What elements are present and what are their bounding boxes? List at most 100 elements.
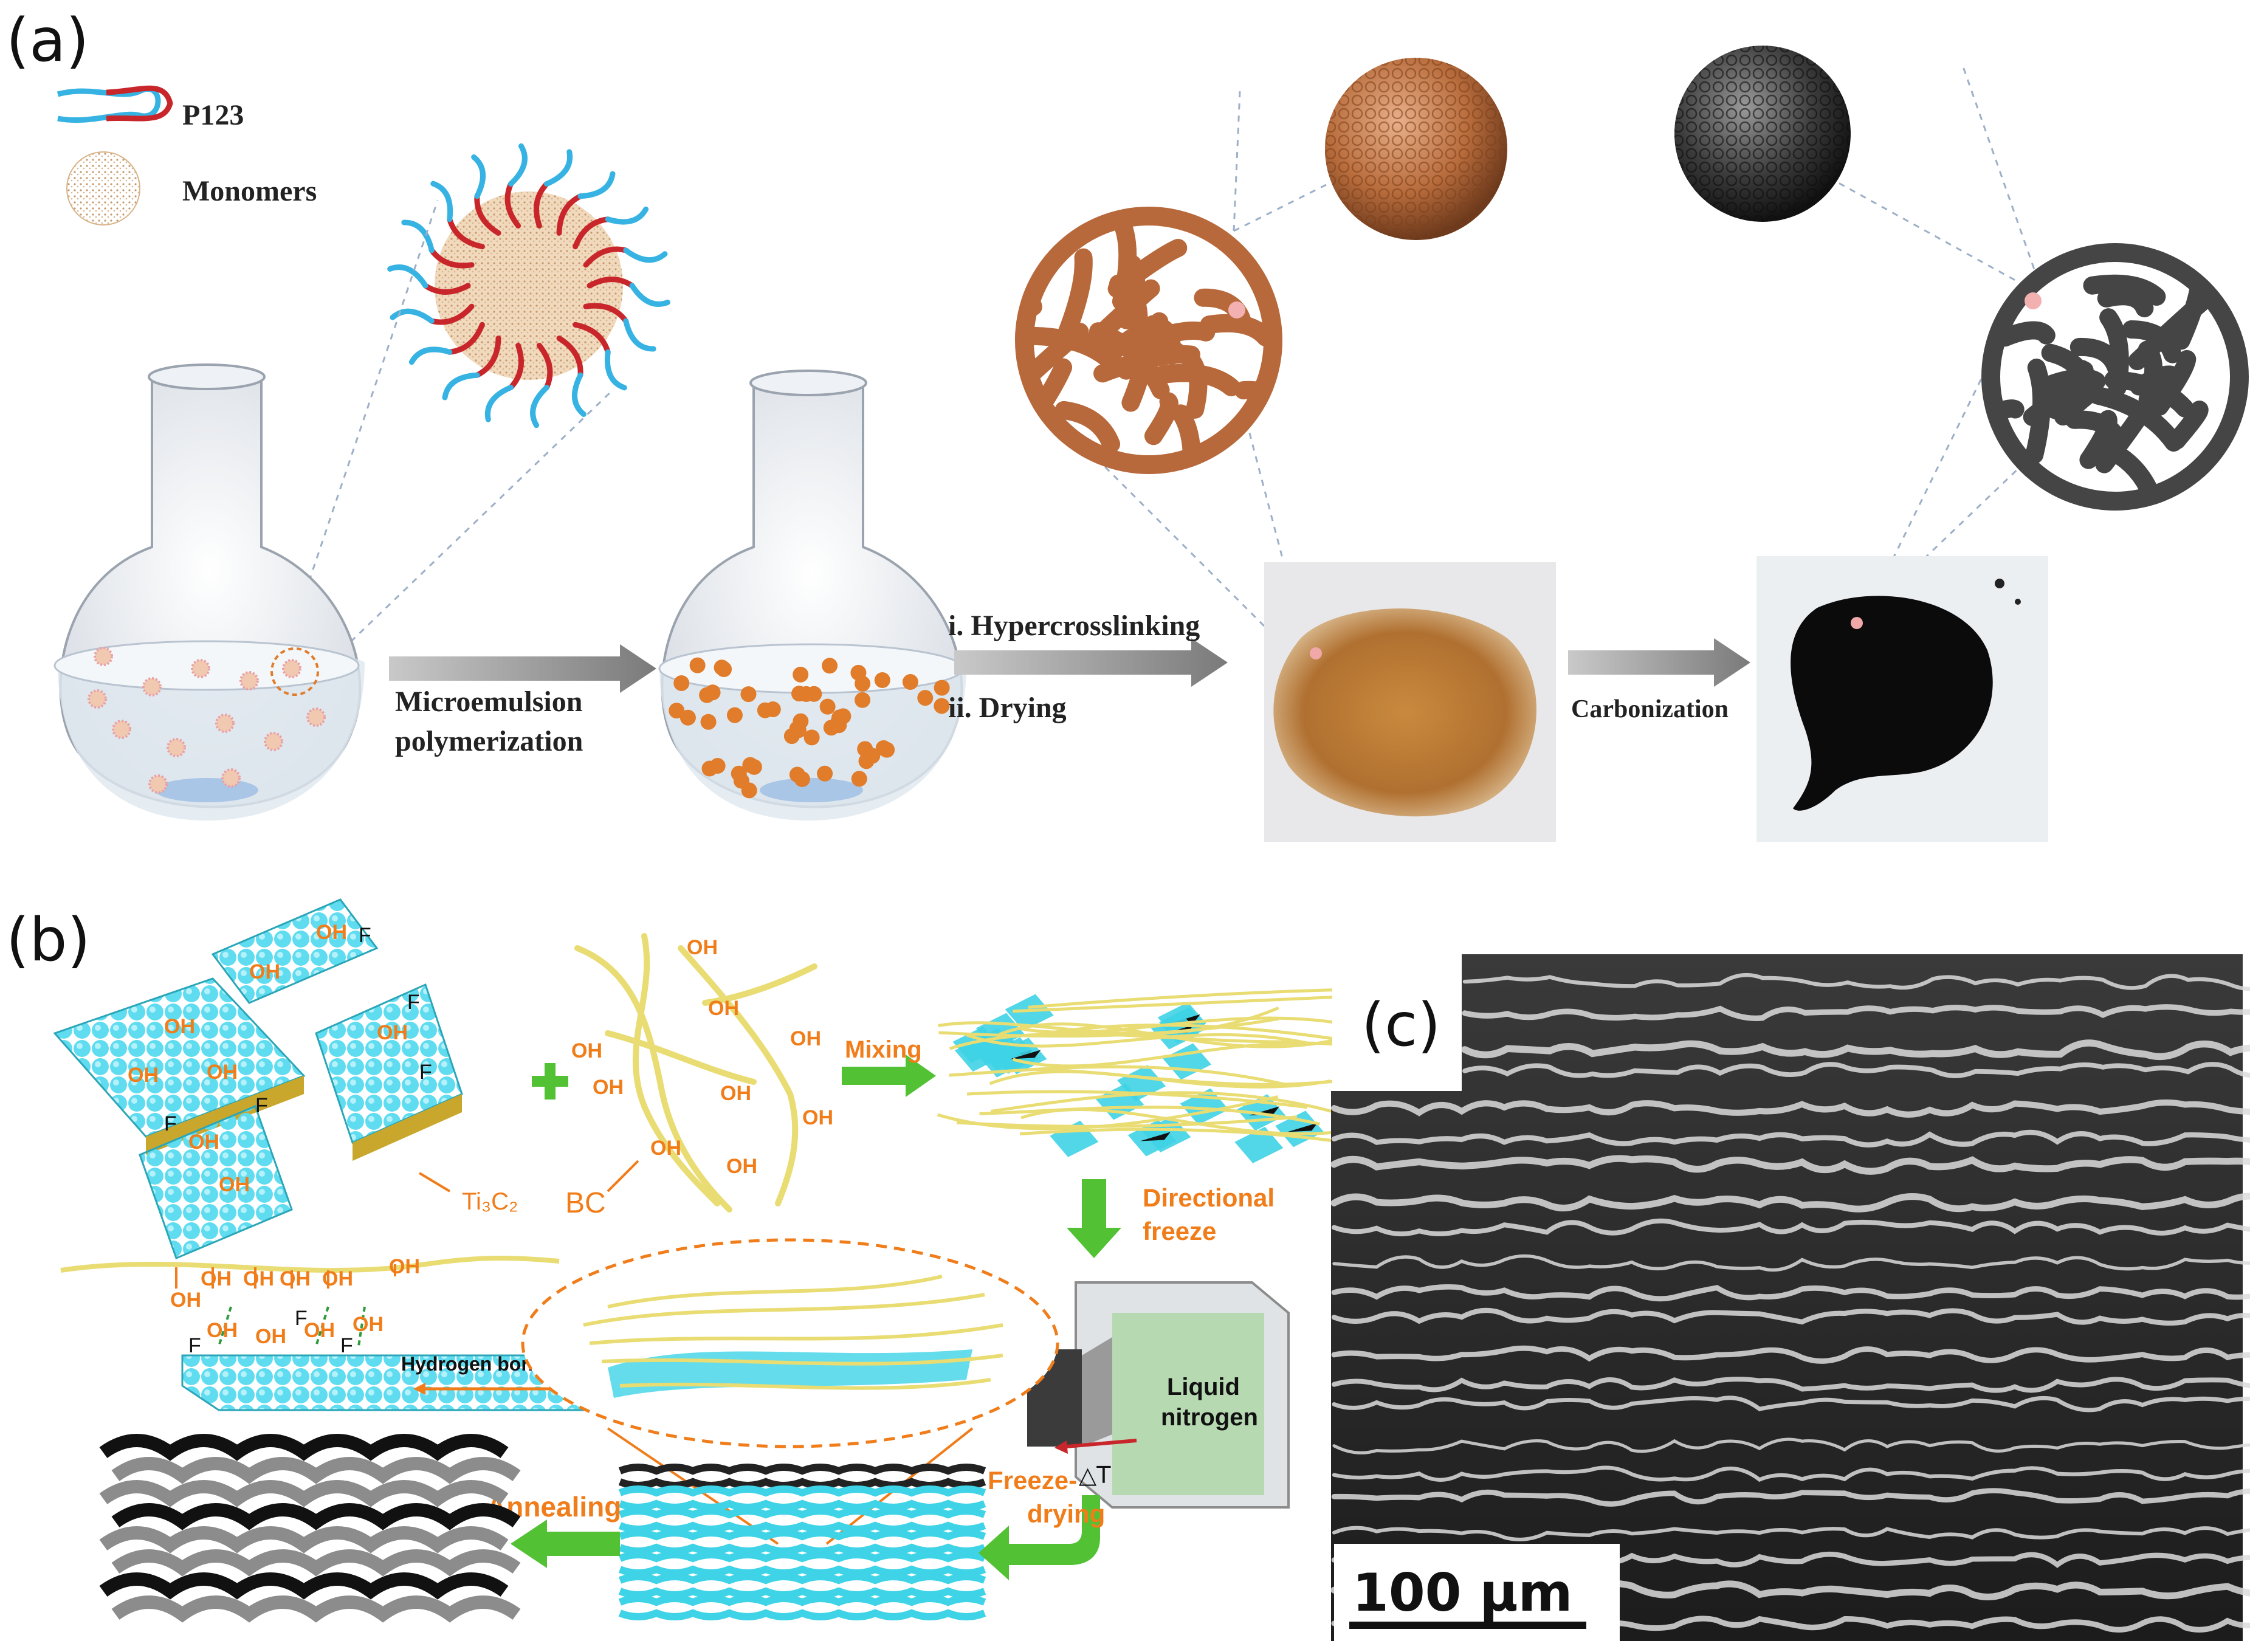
scale-bar-label: 100 μm xyxy=(1352,1563,1572,1623)
network-strand xyxy=(2095,381,2165,473)
aerogel-layer xyxy=(618,1521,986,1533)
polymer-bead xyxy=(851,771,867,787)
aerogel-layer xyxy=(618,1529,986,1541)
network-strand xyxy=(1144,392,1178,446)
sem-lamella xyxy=(1331,1129,2250,1148)
bc-fiber xyxy=(990,1091,1332,1113)
ti3c2-sheets xyxy=(53,898,463,1260)
carbon-powder-photo xyxy=(1756,556,2048,842)
network-strand xyxy=(1054,401,1121,453)
oh-label: OH xyxy=(128,1064,159,1087)
network-shell xyxy=(1015,207,1282,474)
micelle-dot xyxy=(191,659,210,678)
p123-red-segment xyxy=(447,322,485,355)
p123-blue-segment xyxy=(629,283,670,307)
microemulsion-label-1: Microemulsion xyxy=(395,686,582,718)
annealed-layer xyxy=(99,1434,509,1461)
panel-c: (c) 100 μm xyxy=(1330,954,2250,1641)
polymer-bead xyxy=(874,672,890,689)
oh-label: OH xyxy=(687,936,718,959)
network-shell xyxy=(1981,243,2249,511)
flask-2 xyxy=(658,370,966,821)
freeze-drying-label-2: drying xyxy=(1027,1499,1105,1528)
flask-1 xyxy=(53,363,365,821)
drying-label: ii. Drying xyxy=(948,692,1067,724)
p123-red-segment xyxy=(573,322,611,355)
mxene-flake-shadow xyxy=(1010,1050,1041,1059)
legend-monomers-label: Monomers xyxy=(182,175,317,207)
zoomed-aligned-structure xyxy=(521,1238,1059,1545)
oh-label: OH xyxy=(164,1015,195,1038)
polymer-bead xyxy=(731,765,747,782)
p123-blue-segment xyxy=(605,206,649,225)
p123-red-segment xyxy=(474,336,501,378)
p123-red-segment xyxy=(534,181,550,229)
oh-label: OH xyxy=(280,1267,311,1290)
f-label: F xyxy=(359,924,371,947)
sem-lamella xyxy=(1331,1284,2250,1302)
polymer-bead xyxy=(679,709,696,726)
oh-label: OH xyxy=(219,1173,250,1196)
f-label: F xyxy=(188,1334,201,1357)
micelle-dot xyxy=(264,732,283,751)
network-strand xyxy=(2167,401,2209,450)
p123-red-segment xyxy=(422,283,471,295)
polymer-bead xyxy=(757,702,773,718)
polymer-bead xyxy=(798,686,814,702)
annealed-layer xyxy=(111,1549,521,1577)
sem-lamella xyxy=(1332,1526,2250,1541)
polymer-bead xyxy=(855,692,871,708)
sem-lamella xyxy=(1332,1218,2250,1237)
polymer-bead xyxy=(701,760,718,777)
mxene-flake-shadow xyxy=(1140,1132,1171,1141)
panel-a-label: (a) xyxy=(6,6,89,75)
polymer-bead xyxy=(819,698,836,715)
micelle-dot xyxy=(148,774,168,794)
network-strand xyxy=(2025,358,2051,464)
oh-label: OH xyxy=(726,1155,757,1178)
oh-label: OH xyxy=(720,1082,751,1105)
network-strand xyxy=(1172,404,1202,474)
brown-powder-photo xyxy=(1264,562,1556,842)
legend: P123 Monomers xyxy=(57,85,317,225)
aerogel-layer xyxy=(618,1565,986,1577)
micelle-dot xyxy=(215,714,235,733)
aerogel-layer xyxy=(618,1609,986,1620)
aerogel-layer xyxy=(618,1499,986,1511)
dark-porous-sphere-surface xyxy=(1674,46,1851,222)
polymer-bead xyxy=(875,740,892,756)
polymer-bead xyxy=(704,684,721,701)
oh-label: OH xyxy=(593,1076,624,1099)
network-strand xyxy=(2097,287,2154,318)
network-strand xyxy=(2122,320,2182,363)
p123-blue-segment xyxy=(507,143,528,187)
oh-label: OH xyxy=(353,1313,384,1336)
hypercrosslinking-label: i. Hypercrosslinking xyxy=(948,610,1200,642)
p123-red-segment xyxy=(556,193,583,236)
dark-network-sphere xyxy=(1981,243,2249,511)
bc-fiber xyxy=(938,1007,1279,1035)
oh-label: OH xyxy=(571,1039,602,1062)
polymer-bead xyxy=(902,674,918,690)
sem-lamella xyxy=(1331,1488,2250,1507)
oh-label: OH xyxy=(243,1267,274,1290)
f-label: F xyxy=(419,1061,432,1084)
p123-blue-segment xyxy=(623,247,668,263)
ti3c2-oh-labels: OH OH OH OH OH OH OH OH xyxy=(128,921,408,1196)
polymer-bead xyxy=(726,707,743,723)
hbond-f-labels: F F F xyxy=(188,1307,353,1357)
bc-fiber xyxy=(1020,1107,1362,1135)
micelle-dot xyxy=(221,768,241,788)
p123-blue-segment xyxy=(390,308,435,324)
brown-network-sphere xyxy=(1015,207,1282,474)
annealing-arrow xyxy=(511,1519,620,1568)
mxene-flake xyxy=(1234,1126,1284,1163)
micelle-dot xyxy=(306,707,326,727)
polymer-bead xyxy=(740,686,757,703)
oh-label: OH xyxy=(249,960,280,983)
micelle-dot xyxy=(239,671,259,690)
micelle-dot xyxy=(88,689,107,709)
polymer-bead xyxy=(669,703,685,719)
micelle-dot xyxy=(94,647,113,666)
